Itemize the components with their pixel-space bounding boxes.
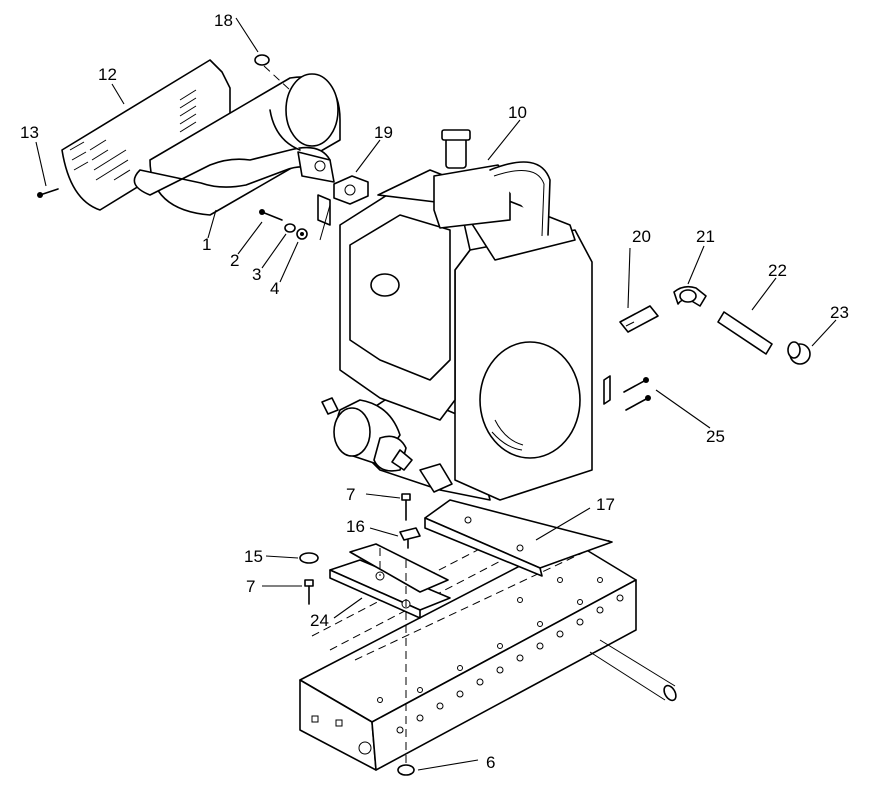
callout-17: 17 (596, 495, 615, 514)
frame-holes (311, 577, 624, 755)
bolts-25 (603, 375, 651, 411)
callout-6: 6 (486, 753, 495, 772)
axle-shaft (589, 639, 677, 702)
callout-2: 2 (230, 251, 239, 270)
callout-18: 18 (214, 11, 233, 30)
callout-23: 23 (830, 303, 849, 322)
mount-plate-24 (329, 543, 451, 619)
callout-4: 4 (270, 279, 279, 298)
callout-12: 12 (98, 65, 117, 84)
leader-lines (35, 17, 837, 771)
callout-7-lower: 7 (246, 577, 255, 596)
bolt-2 (259, 209, 283, 221)
bolt-7-upper (401, 493, 411, 521)
gasket-19 (333, 175, 369, 205)
clamp-16 (399, 527, 421, 549)
screw-13 (37, 188, 59, 198)
cap-23 (787, 341, 811, 365)
elbow-21 (673, 285, 707, 307)
washer-3 (284, 223, 296, 233)
mount-bracket-17 (424, 499, 613, 577)
callout-10: 10 (508, 103, 527, 122)
nut-6 (397, 764, 415, 776)
callout-7-upper: 7 (346, 485, 355, 504)
engine-assembly (317, 129, 593, 501)
heat-shield-12 (61, 59, 231, 211)
callout-19: 19 (374, 123, 393, 142)
callout-1: 1 (202, 235, 211, 254)
nipple-20 (619, 305, 659, 333)
pipe-22 (717, 311, 773, 355)
heat-shield-slots (69, 89, 197, 181)
muffler-1 (133, 73, 341, 216)
lockwasher-4 (296, 228, 308, 240)
callout-24: 24 (310, 611, 329, 630)
callout-16: 16 (346, 517, 365, 536)
callout-22: 22 (768, 261, 787, 280)
callout-20: 20 (632, 227, 651, 246)
callout-13: 13 (20, 123, 39, 142)
washer-15 (299, 552, 319, 564)
bolt-7-lower (304, 579, 314, 605)
callout-3: 3 (252, 265, 261, 284)
callout-15: 15 (244, 547, 263, 566)
callout-21: 21 (696, 227, 715, 246)
frame-rail (299, 527, 677, 771)
nut-18 (254, 54, 291, 91)
callout-25: 25 (706, 427, 725, 446)
callout-labels: 18 12 13 10 19 1 2 3 4 20 21 22 23 25 17… (20, 11, 849, 772)
